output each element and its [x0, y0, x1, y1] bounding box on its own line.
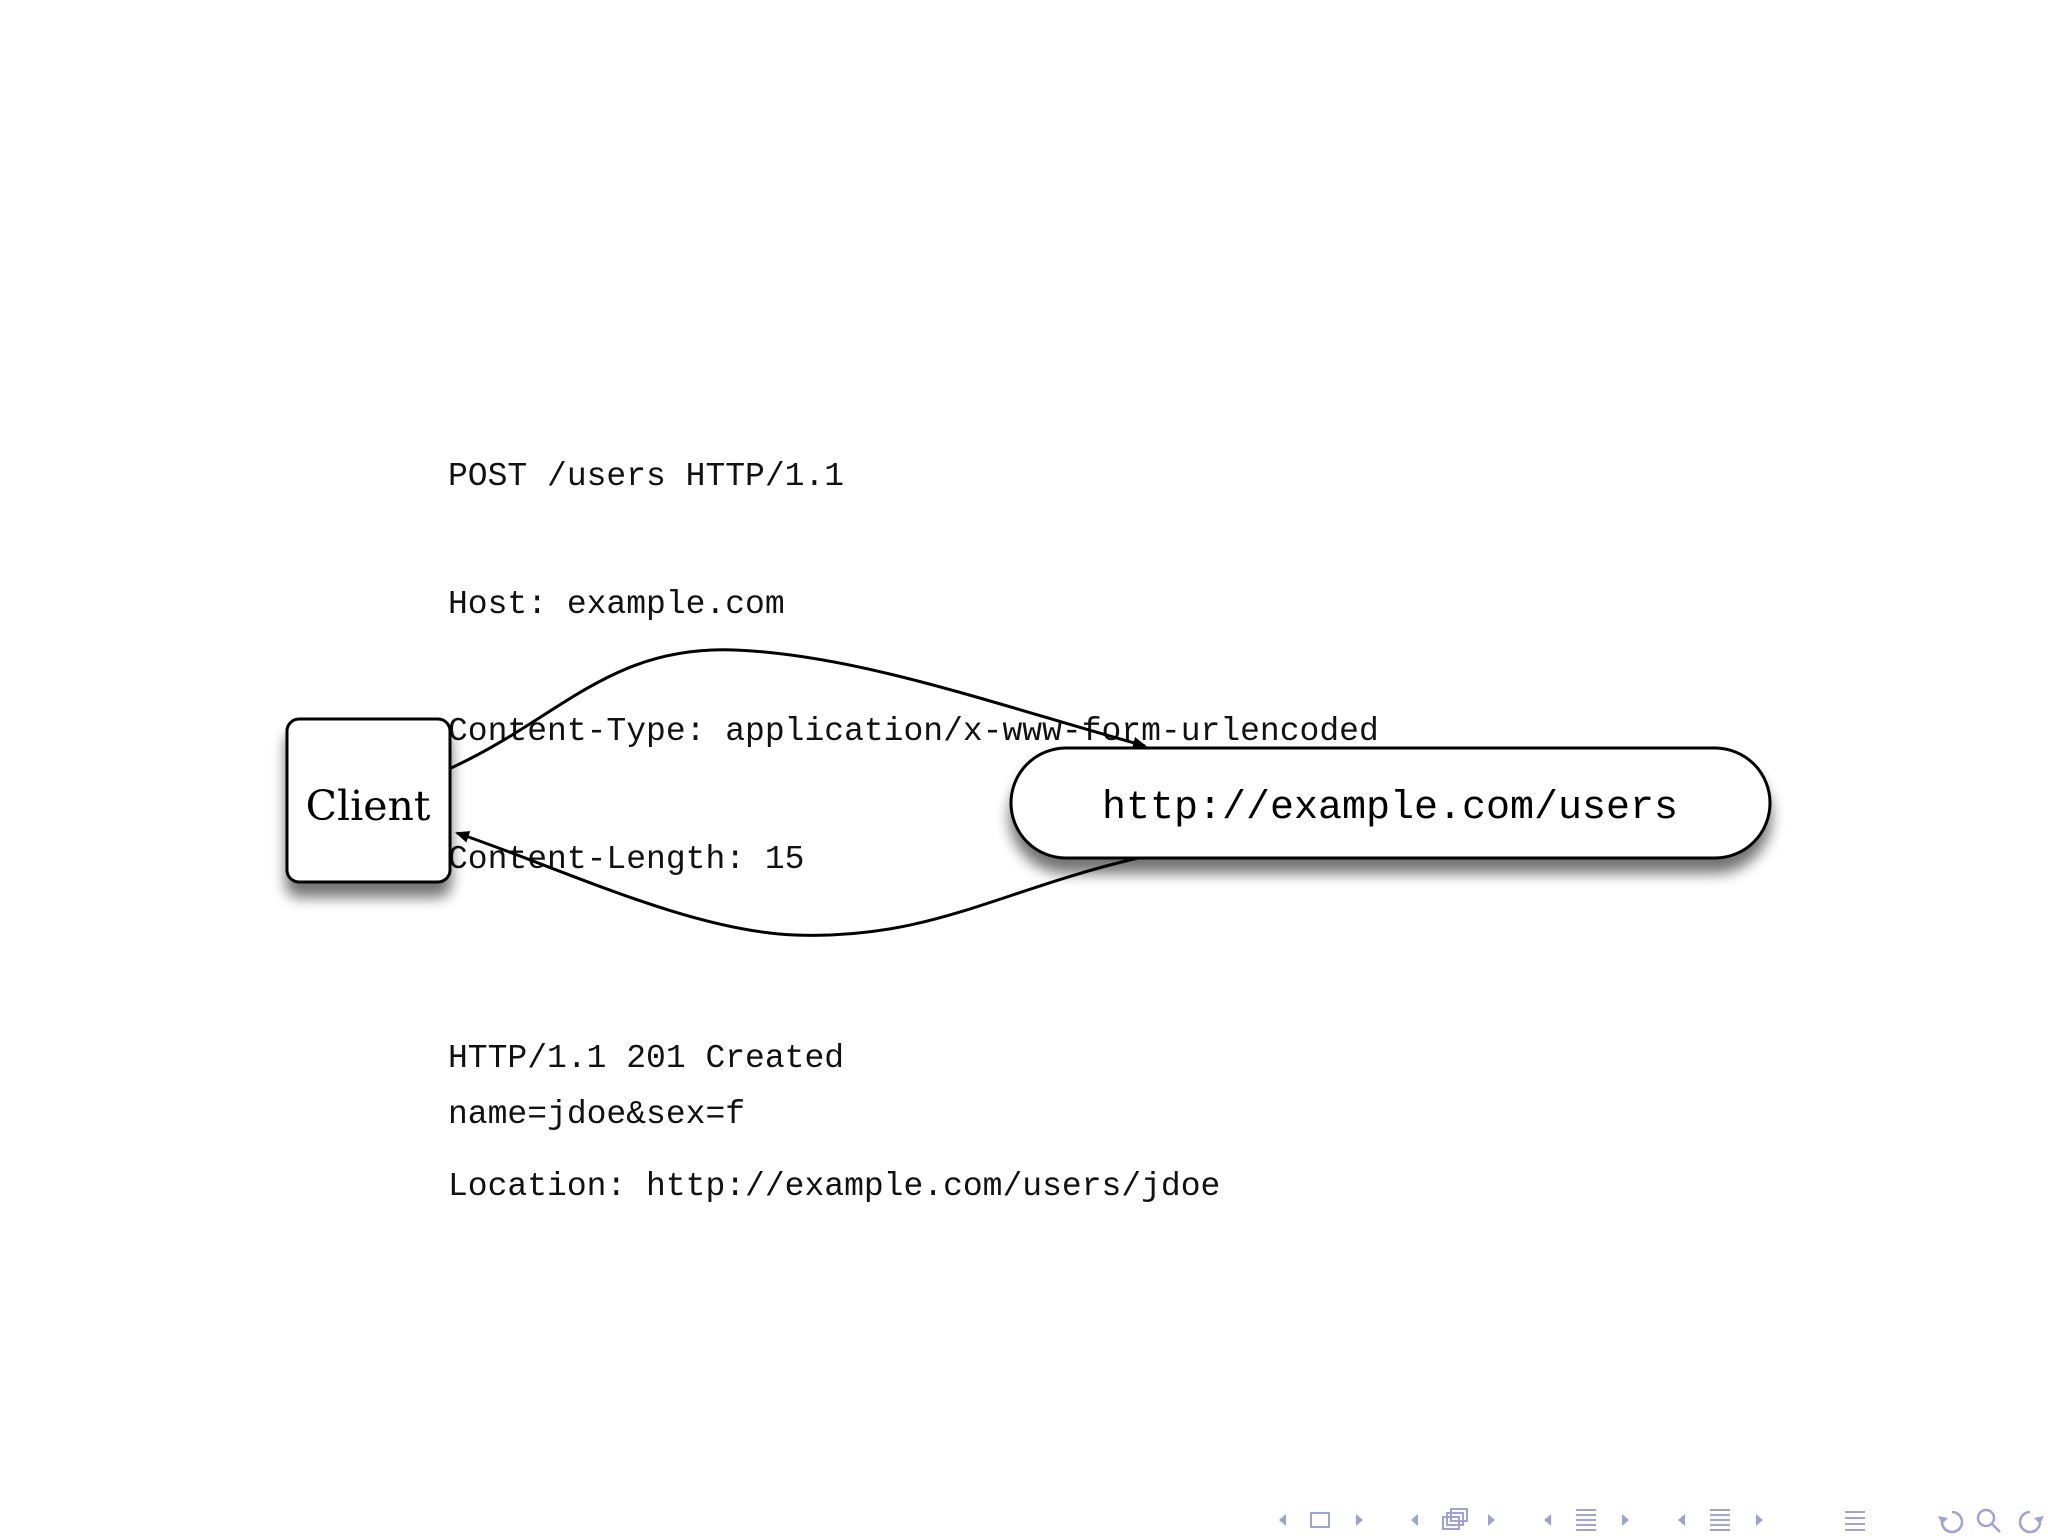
section-icon[interactable] — [1710, 1509, 1730, 1531]
nav-left-arrow-icon[interactable] — [1279, 1514, 1286, 1526]
nav-right-arrow-icon[interactable] — [1756, 1514, 1763, 1526]
nav-right-arrow-icon[interactable] — [1356, 1514, 1363, 1526]
redo-icon[interactable] — [2018, 1510, 2042, 1534]
request-message: POST /users HTTP/1.1 Host: example.com C… — [448, 371, 1379, 1179]
nav-right-arrow-icon[interactable] — [1622, 1514, 1629, 1526]
nav-left-arrow-icon[interactable] — [1544, 1514, 1551, 1526]
align-icon[interactable] — [1845, 1511, 1865, 1531]
subsection-icon[interactable] — [1576, 1509, 1596, 1531]
request-body: name=jdoe&sex=f — [448, 1095, 746, 1133]
client-node: Client — [285, 717, 452, 884]
request-header-host: Host: example.com — [448, 585, 785, 623]
request-line: POST /users HTTP/1.1 — [448, 458, 845, 495]
resource-label: http://example.com/users — [1102, 786, 1678, 831]
client-label: Client — [306, 782, 431, 830]
undo-icon[interactable] — [1940, 1510, 1964, 1534]
search-icon[interactable] — [1976, 1508, 2001, 1533]
response-arrow — [455, 831, 1139, 937]
nav-right-arrow-icon[interactable] — [1488, 1514, 1495, 1526]
request-header-content-type: Content-Type: application/x-www-form-url… — [448, 713, 1379, 750]
resource-node: http://example.com/users — [1009, 746, 1772, 860]
frame-icon[interactable] — [1310, 1512, 1330, 1528]
response-status-line: HTTP/1.1 201 Created — [448, 1040, 845, 1077]
nav-left-arrow-icon[interactable] — [1678, 1514, 1685, 1526]
nav-left-arrow-icon[interactable] — [1411, 1514, 1418, 1526]
request-arrow — [450, 648, 1147, 770]
response-message: HTTP/1.1 201 Created Location: http://ex… — [448, 953, 1220, 1251]
frames-icon[interactable] — [1442, 1508, 1468, 1530]
slide-navigation-bar — [0, 1476, 2048, 1536]
response-header-location: Location: http://example.com/users/jdoe — [448, 1167, 1221, 1205]
